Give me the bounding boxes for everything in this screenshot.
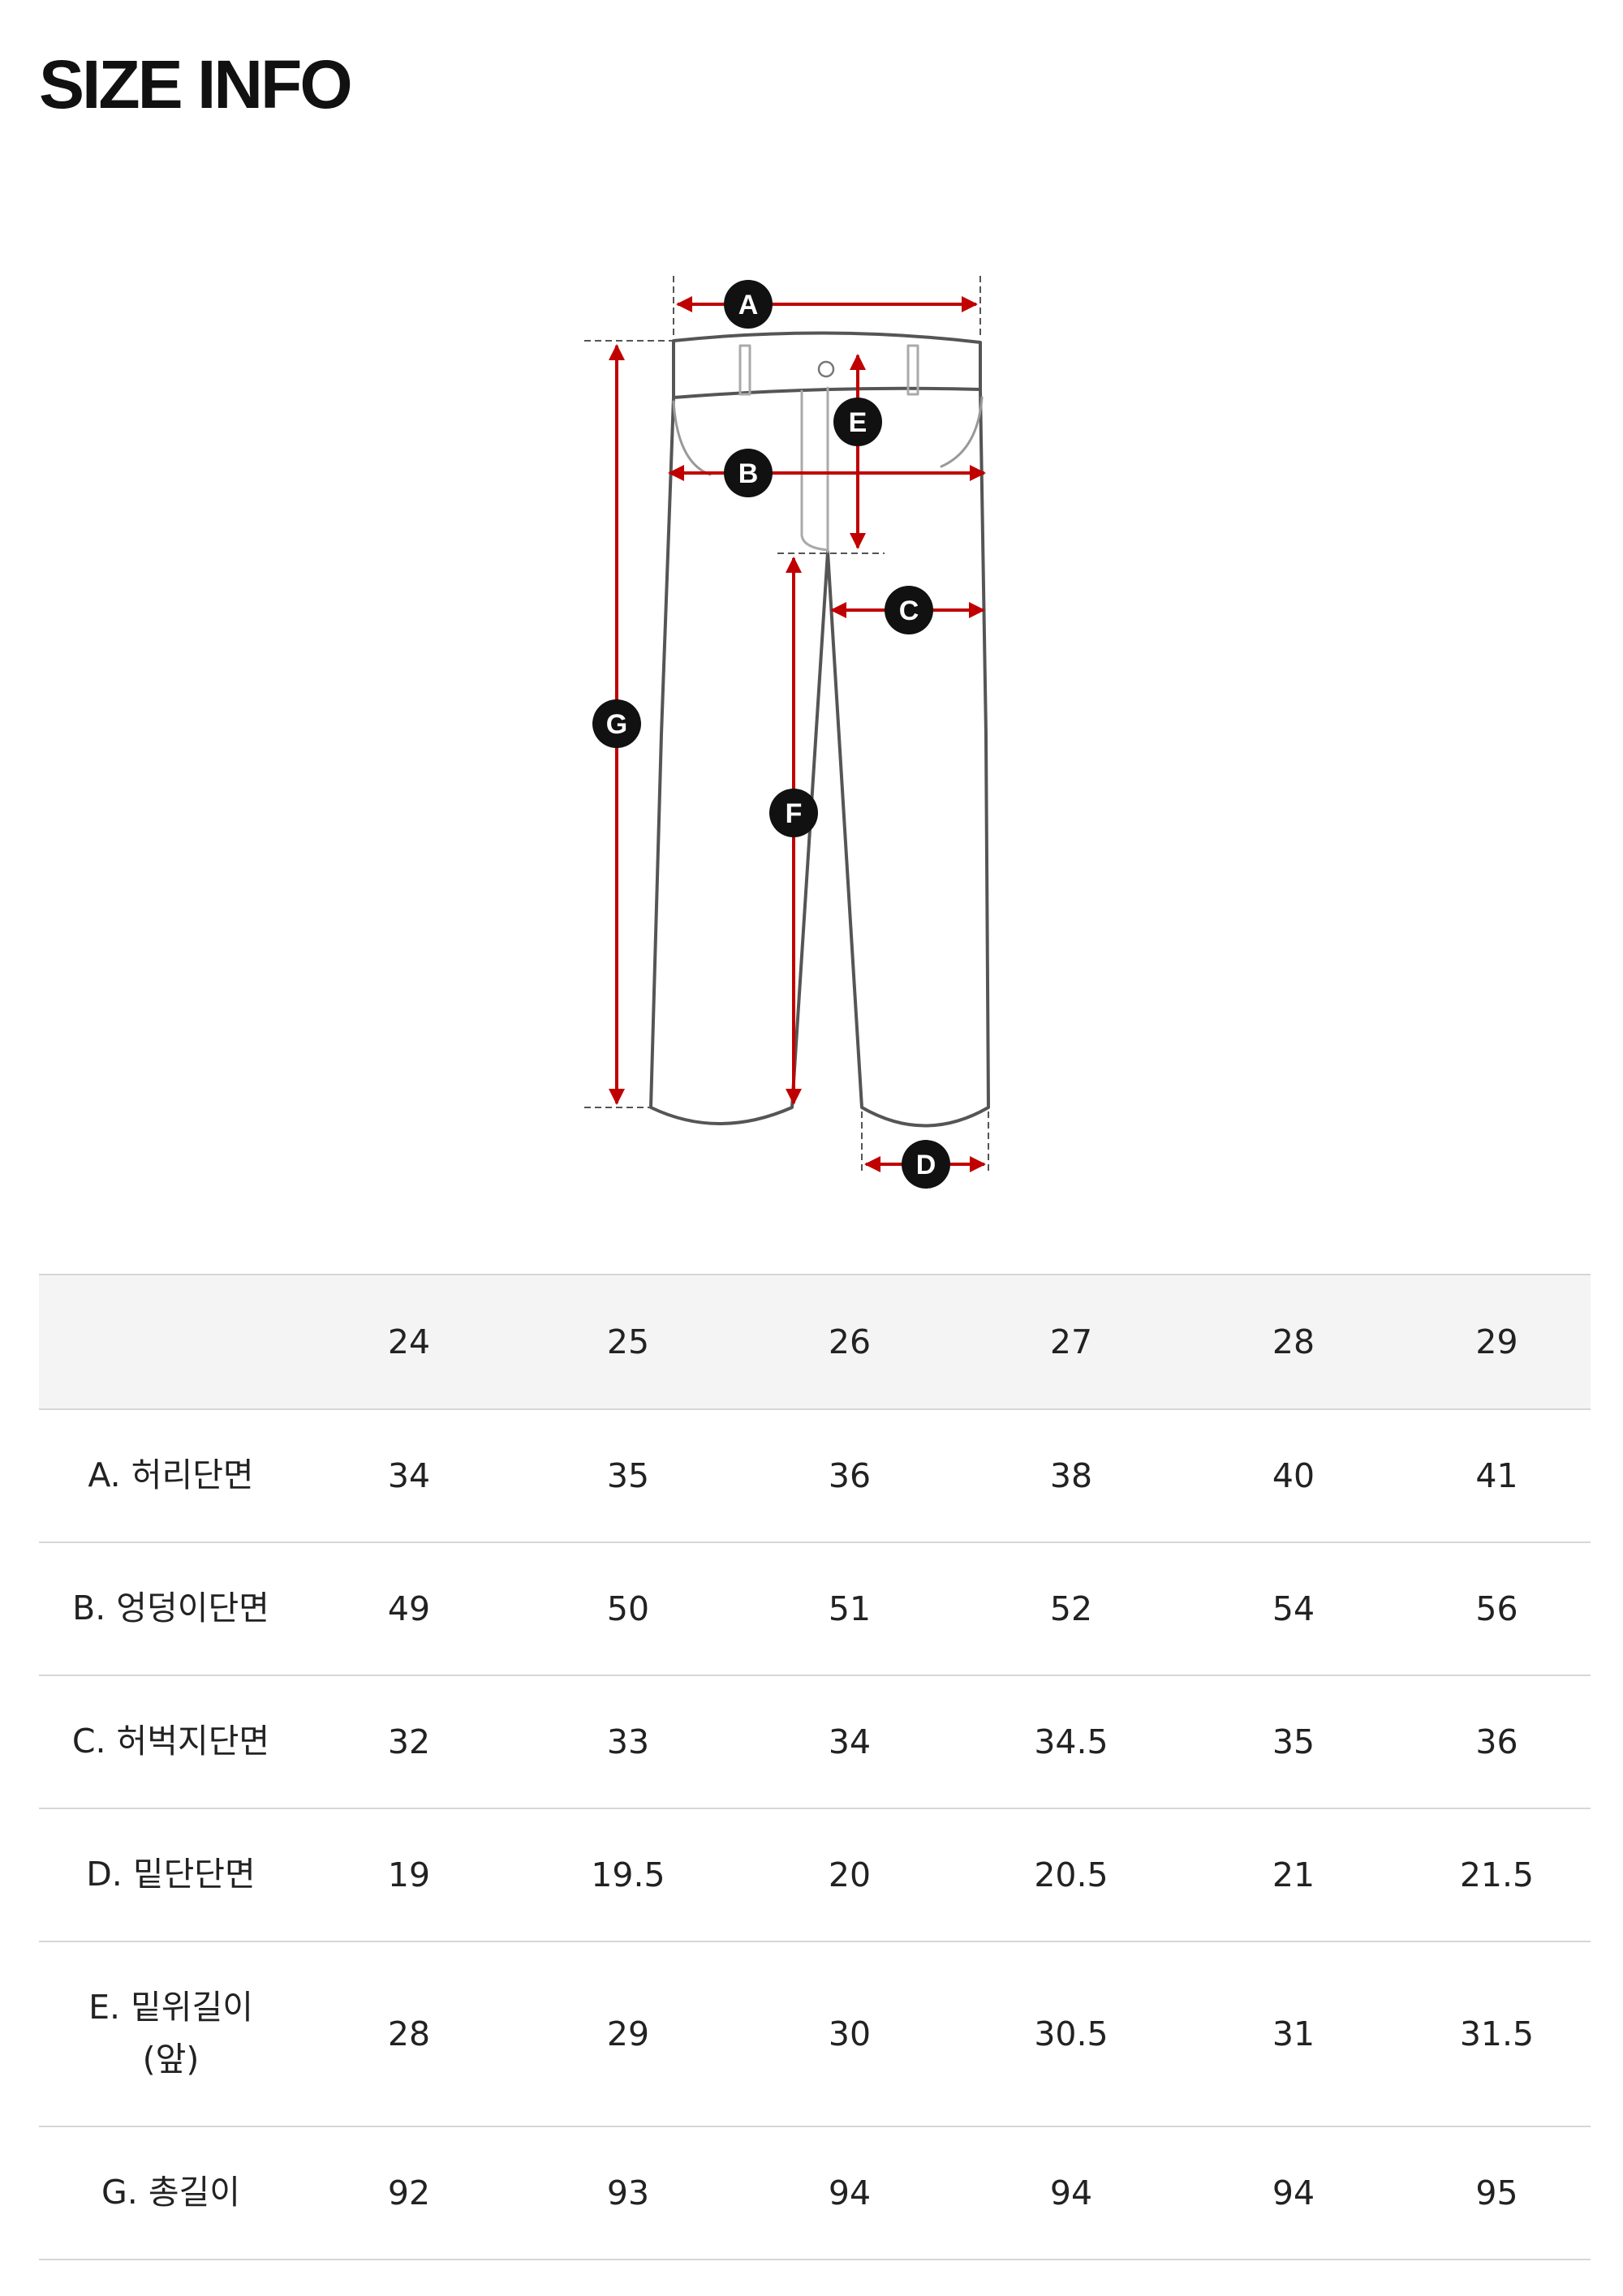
table-cell: 94 (741, 2126, 958, 2260)
table-cell: 50 (515, 1542, 741, 1676)
table-row: G. 총길이 92 93 94 94 94 95 (39, 2126, 1591, 2260)
header-size: 25 (515, 1274, 741, 1410)
table-cell: 56 (1403, 1542, 1591, 1676)
page-title: SIZE INFO (39, 46, 353, 123)
table-cell: 21.5 (1403, 1808, 1591, 1942)
marker-e: E (833, 398, 882, 446)
marker-d: D (902, 1140, 950, 1189)
table-cell: 40 (1184, 1409, 1403, 1543)
table-row: C. 허벅지단면 32 33 34 34.5 35 36 (39, 1675, 1591, 1809)
header-size: 29 (1403, 1274, 1591, 1410)
belt-loop-right (906, 344, 919, 396)
table-cell: 36 (741, 1409, 958, 1543)
table-cell: 19.5 (515, 1808, 741, 1942)
svg-text:F: F (786, 798, 803, 829)
row-label: B. 엉덩이단면 (39, 1542, 303, 1676)
table-cell: 34 (303, 1409, 515, 1543)
pants-diagram-svg: A B C D E F G (584, 276, 990, 1189)
table-cell: 31.5 (1403, 1941, 1591, 2127)
row-label: E. 밑위길이 (앞) (39, 1941, 303, 2127)
svg-text:B: B (738, 458, 759, 489)
header-size: 28 (1184, 1274, 1403, 1410)
waist-button (817, 360, 835, 378)
table-cell: 31 (1184, 1941, 1403, 2127)
svg-text:E: E (849, 407, 867, 438)
table-cell: 33 (515, 1675, 741, 1809)
table-row: B. 엉덩이단면 49 50 51 52 54 56 (39, 1542, 1591, 1676)
table-cell: 94 (958, 2126, 1184, 2260)
svg-text:A: A (738, 290, 759, 320)
table-cell: 52 (958, 1542, 1184, 1676)
table-cell: 35 (1184, 1675, 1403, 1809)
fly-placket (800, 386, 829, 553)
marker-badges: A B C D E F G (592, 280, 950, 1189)
row-label: C. 허벅지단면 (39, 1675, 303, 1809)
table-cell: 49 (303, 1542, 515, 1676)
marker-f: F (769, 789, 818, 837)
table-cell: 30 (741, 1941, 958, 2127)
table-cell: 32 (303, 1675, 515, 1809)
table-cell: 41 (1403, 1409, 1591, 1543)
table-cell: 29 (515, 1941, 741, 2127)
pants-outline (649, 331, 990, 1128)
pants-diagram: A B C D E F G (568, 268, 1055, 1201)
marker-a: A (724, 280, 773, 329)
table-row: A. 허리단면 34 35 36 38 40 41 (39, 1409, 1591, 1543)
reference-lines (584, 276, 989, 1172)
table-cell: 19 (303, 1808, 515, 1942)
marker-c: C (885, 586, 933, 634)
table-cell: 92 (303, 2126, 515, 2260)
table-cell: 95 (1403, 2126, 1591, 2260)
header-size: 24 (303, 1274, 515, 1410)
row-label: A. 허리단면 (39, 1409, 303, 1543)
table-row: D. 밑단단면 19 19.5 20 20.5 21 21.5 (39, 1808, 1591, 1942)
marker-b: B (724, 449, 773, 497)
table-cell: 38 (958, 1409, 1184, 1543)
table-row: E. 밑위길이 (앞) 28 29 30 30.5 31 31.5 (39, 1941, 1591, 2127)
table-cell: 94 (1184, 2126, 1403, 2260)
table-cell: 93 (515, 2126, 741, 2260)
header-cell-empty (39, 1274, 303, 1410)
table-cell: 51 (741, 1542, 958, 1676)
svg-text:D: D (916, 1150, 936, 1180)
header-size: 27 (958, 1274, 1184, 1410)
table-cell: 20.5 (958, 1808, 1184, 1942)
svg-text:G: G (606, 709, 627, 740)
row-label: G. 총길이 (39, 2126, 303, 2260)
table-cell: 28 (303, 1941, 515, 2127)
right-pocket (940, 396, 984, 468)
table-cell: 20 (741, 1808, 958, 1942)
svg-text:C: C (899, 595, 919, 626)
table-cell: 21 (1184, 1808, 1403, 1942)
marker-g: G (592, 699, 641, 748)
belt-loop-left (738, 344, 751, 396)
size-header-row: 24 25 26 27 28 29 (39, 1274, 1591, 1410)
table-cell: 35 (515, 1409, 741, 1543)
header-size: 26 (741, 1274, 958, 1410)
row-label: D. 밑단단면 (39, 1808, 303, 1942)
table-cell: 34 (741, 1675, 958, 1809)
table-cell: 30.5 (958, 1941, 1184, 2127)
table-cell: 54 (1184, 1542, 1403, 1676)
left-pocket (672, 400, 712, 476)
size-table: 24 25 26 27 28 29 A. 허리단면 34 35 36 38 40… (39, 1274, 1591, 2260)
table-cell: 36 (1403, 1675, 1591, 1809)
table-cell: 34.5 (958, 1675, 1184, 1809)
